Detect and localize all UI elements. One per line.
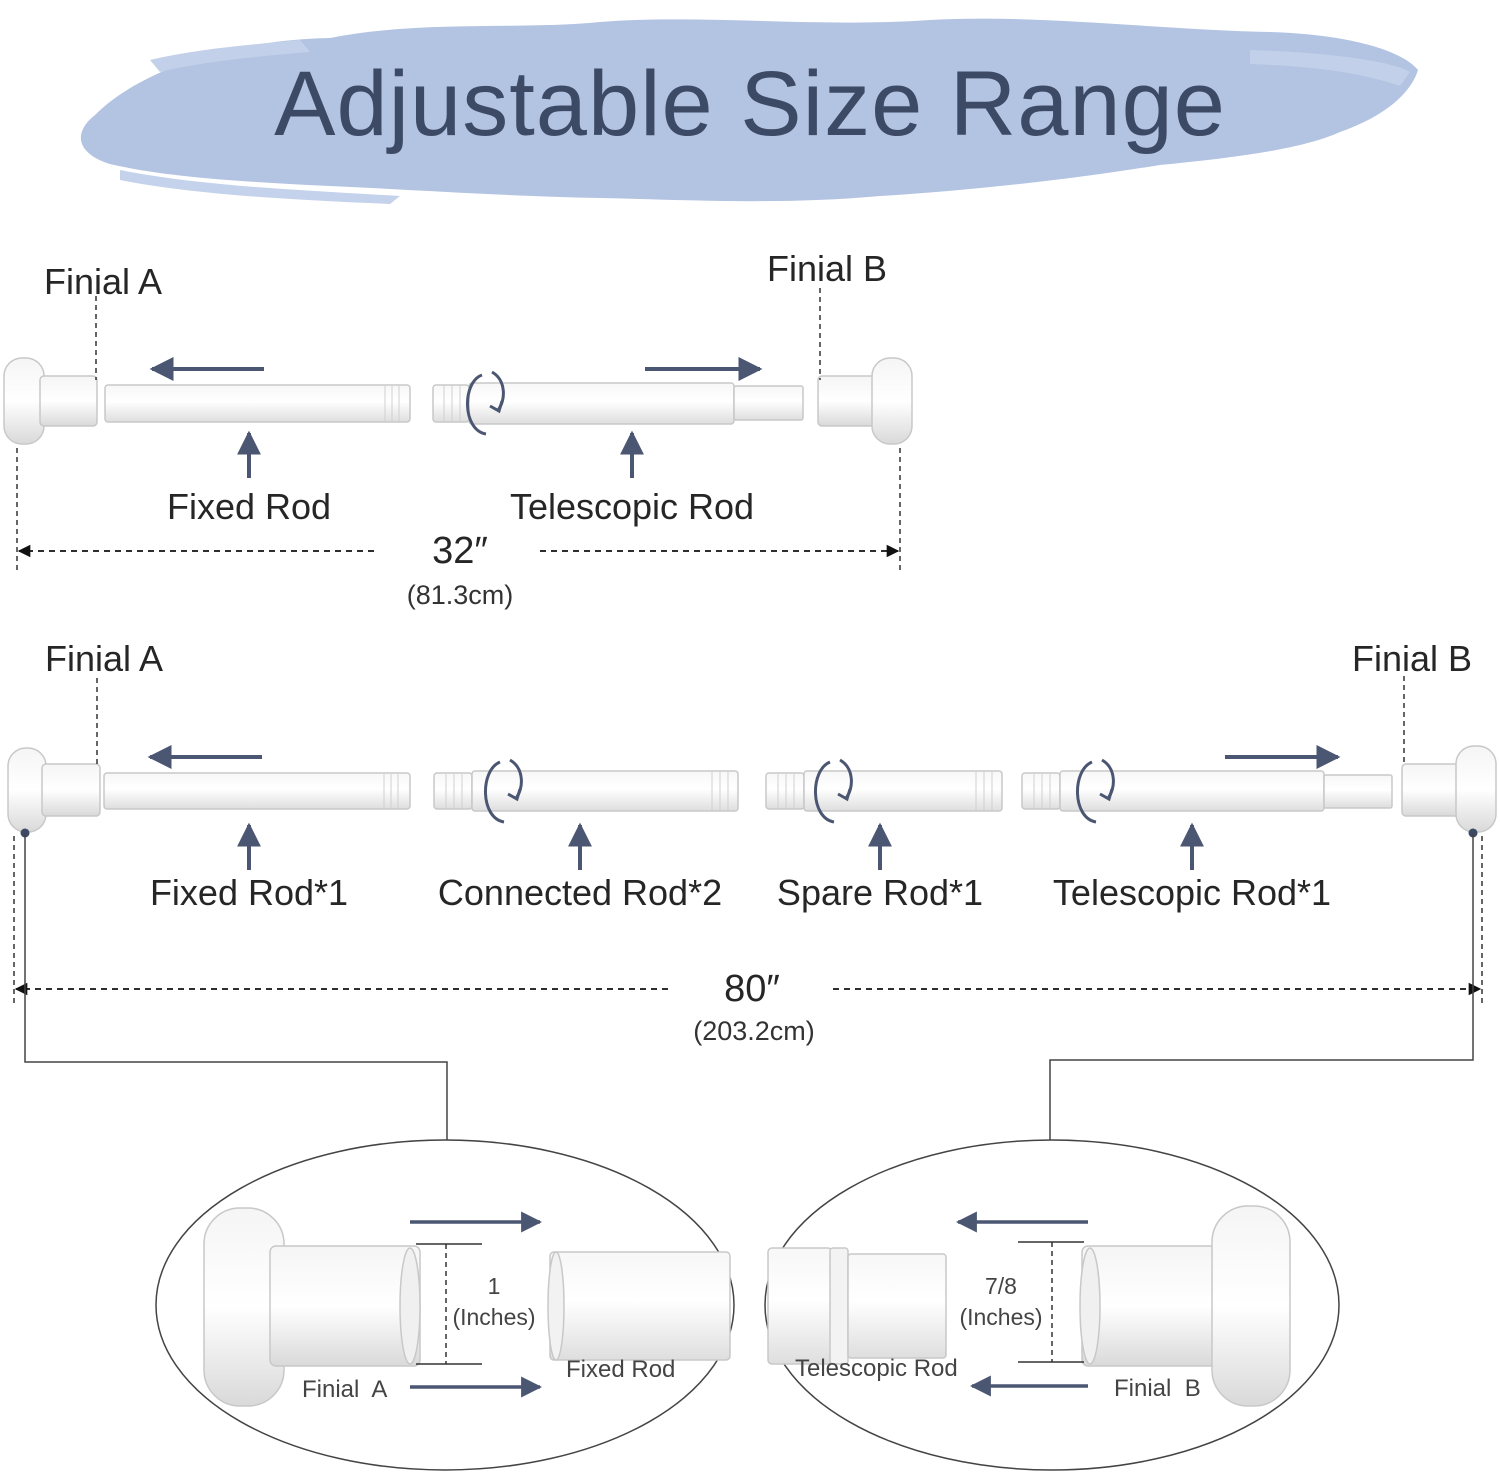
title-brush-stroke xyxy=(80,18,1419,204)
diameter-readout-right: 7/8 (Inches) xyxy=(959,1271,1042,1333)
finial-a-label: Finial A xyxy=(44,261,163,302)
finial-b-long xyxy=(1401,745,1497,833)
callout-connector-left xyxy=(24,833,448,1140)
long-config-assembly xyxy=(7,676,1497,1140)
telescopic-rod-label: Telescopic Rod xyxy=(509,486,755,527)
short-config-assembly xyxy=(3,288,913,572)
connected-rod xyxy=(433,770,739,812)
rotate-icon xyxy=(466,370,505,436)
fixed-rod-label: Fixed Rod*1 xyxy=(149,872,349,913)
spare-rod-label: Spare Rod*1 xyxy=(776,872,984,913)
finial-b-closeup-label: Finial B xyxy=(1114,1375,1201,1402)
long-length-cm: (203.2cm) xyxy=(693,1016,815,1046)
telescopic-rod-label: Telescopic Rod*1 xyxy=(1052,872,1332,913)
finial-b-short xyxy=(817,357,913,445)
fixed-rod-label: Fixed Rod xyxy=(166,486,332,527)
telescopic-rod-long xyxy=(1021,770,1393,812)
diameter-readout-left: 1 (Inches) xyxy=(452,1271,535,1333)
finial-a-label: Finial A xyxy=(45,638,164,679)
detail-zoom-right xyxy=(764,1139,1340,1471)
diameter-unit: (Inches) xyxy=(452,1304,536,1330)
diameter-value: 1 xyxy=(487,1273,501,1299)
telescopic-rod-closeup-label: Telescopic Rod xyxy=(795,1355,958,1382)
finial-b-label: Finial B xyxy=(1352,638,1473,679)
long-length-inches: 80″ xyxy=(724,968,780,1010)
fixed-rod-long xyxy=(103,772,411,810)
diameter-unit: (Inches) xyxy=(959,1304,1043,1330)
rotate-icon xyxy=(484,758,523,824)
fixed-rod-short xyxy=(104,384,411,423)
fixed-rod-closeup-label: Fixed Rod xyxy=(566,1356,676,1383)
finial-b-label: Finial B xyxy=(767,248,888,289)
telescopic-rod-short xyxy=(432,382,804,425)
connected-rod-label: Connected Rod*2 xyxy=(437,872,723,913)
diameter-value: 7/8 xyxy=(985,1273,1017,1299)
page-title: Adjustable Size Range xyxy=(274,53,1226,155)
detail-zoom-left xyxy=(155,1139,735,1471)
short-length-inches: 32″ xyxy=(432,530,488,572)
spare-rod xyxy=(765,770,1003,812)
finial-a-closeup-label: Finial A xyxy=(302,1376,388,1403)
rotate-icon xyxy=(1076,758,1115,824)
callout-connector-right xyxy=(1049,833,1474,1140)
finial-a-long xyxy=(7,747,101,833)
finial-a-short xyxy=(3,357,98,445)
short-length-cm: (81.3cm) xyxy=(406,580,514,610)
rotate-icon xyxy=(814,758,853,824)
